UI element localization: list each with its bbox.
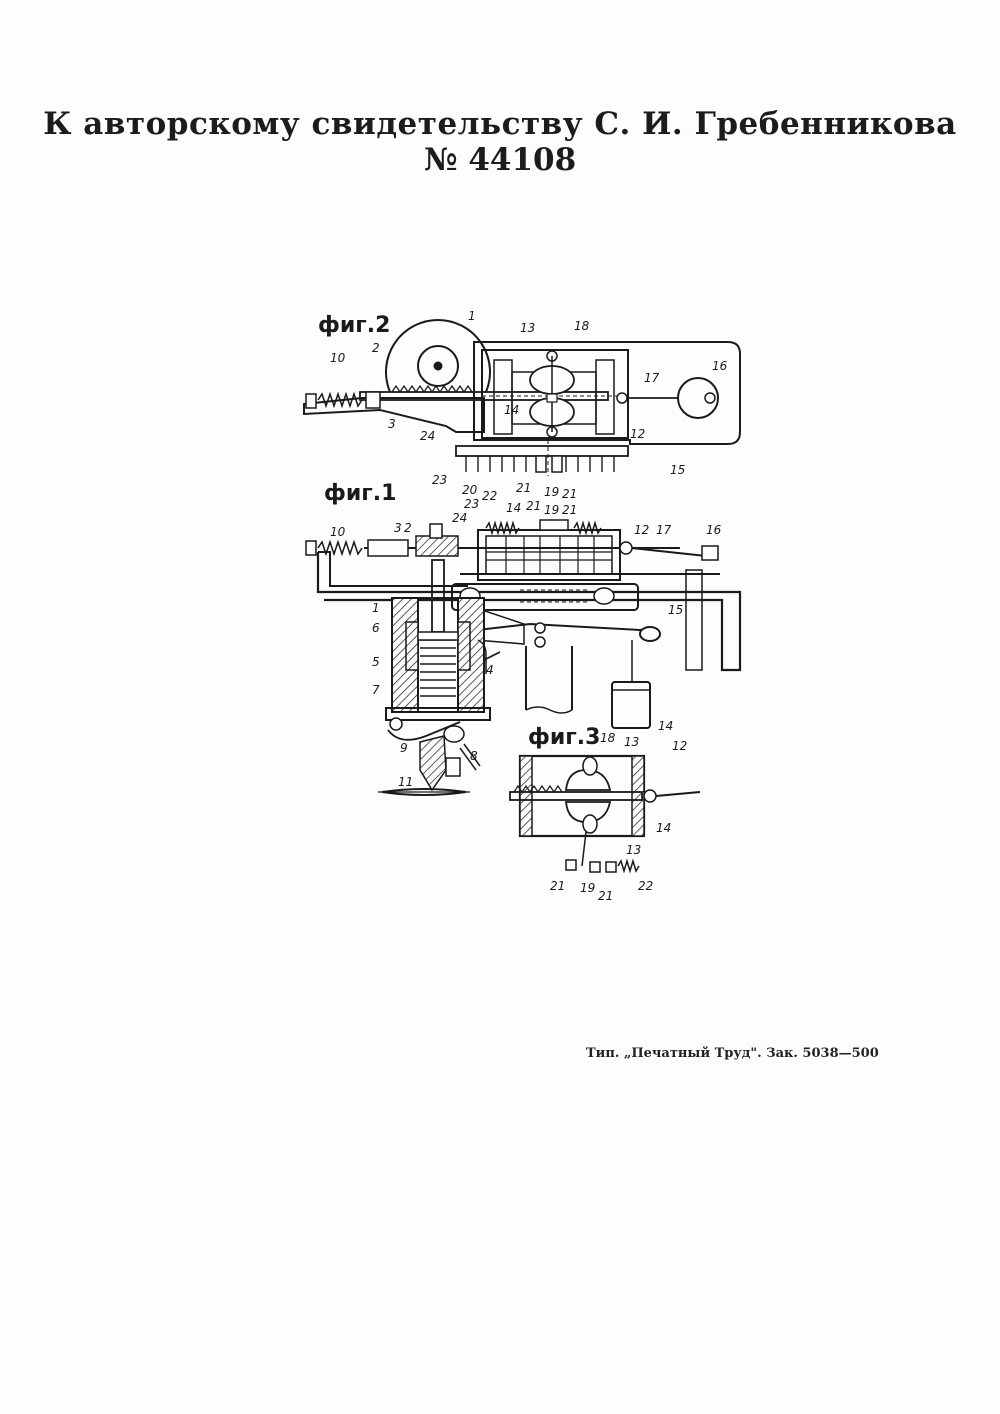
callout: 24 [452,511,467,525]
callout: 9 [400,741,408,755]
callout: 1 [372,601,380,615]
figure-2-label: фиг.2 [318,313,390,338]
callout: 12 [672,739,687,753]
callout: 21 [598,889,613,903]
callout: 22 [482,489,497,503]
callout: 19 [580,881,595,895]
callout: 19 [544,503,559,517]
callout: 3 [388,417,396,431]
callout: 17 [656,523,672,537]
callout: 13 [626,843,641,857]
callout: 15 [670,463,685,477]
callout: 20 [462,483,478,497]
callout: 19 [544,485,559,499]
fig2-comb [455,440,629,476]
callout: 16 [712,359,728,373]
callout: 17 [644,371,660,385]
callout: 1 [468,309,476,323]
callout: 16 [706,523,722,537]
callout: 12 [634,523,649,537]
figure-3-callouts: 18 13 14 12 14 13 21 19 21 22 [550,719,687,903]
callout: 12 [630,427,645,441]
figure-2-callouts: 1 2 10 3 13 18 14 17 16 15 12 24 23 20 2… [330,309,728,501]
gear-wheel [385,319,491,393]
callout: 14 [504,403,519,417]
callout: 2 [404,521,412,535]
callout: 21 [526,499,541,513]
fig1-column-section [385,559,501,731]
callout: 15 [668,603,683,617]
callout: 23 [432,473,447,487]
callout: 10 [330,525,346,539]
certificate-number: № 44108 [423,142,577,178]
certificate-title: К авторскому свидетельству С. И. Гребенн… [43,106,957,142]
callout: 22 [638,879,653,893]
callout: 23 [464,497,479,511]
callout: 18 [600,731,616,745]
callout: 21 [550,879,565,893]
figure-2: фиг.2 [303,309,741,501]
callout: 3 [394,521,402,535]
callout: 14 [656,821,671,835]
callout: 13 [520,321,535,335]
callout: 21 [562,503,577,517]
callout: 4 [486,663,494,677]
callout: 18 [574,319,590,333]
callout: 5 [372,655,380,669]
callout: 24 [420,429,435,443]
callout: 2 [372,341,380,355]
printer-imprint: Тип. „Печатный Труд". Зак. 5038—500 [586,1046,879,1061]
callout: 21 [562,487,577,501]
callout: 11 [398,775,413,789]
callout: 6 [372,621,380,635]
callout: 21 [516,481,531,495]
callout: 7 [372,683,380,697]
figure-1: фиг.1 [305,481,742,796]
figure-1-label: фиг.1 [324,481,396,506]
callout: 10 [330,351,346,365]
callout: 14 [658,719,673,733]
callout: 13 [624,735,639,749]
figure-3: фиг.3 18 13 14 [509,719,701,903]
callout: 14 [506,501,521,515]
figure-3-label: фиг.3 [528,725,600,750]
figure-1-callouts: 22 23 14 21 19 21 2 24 12 17 16 10 3 1 6… [330,489,722,789]
callout: 8 [470,749,478,763]
